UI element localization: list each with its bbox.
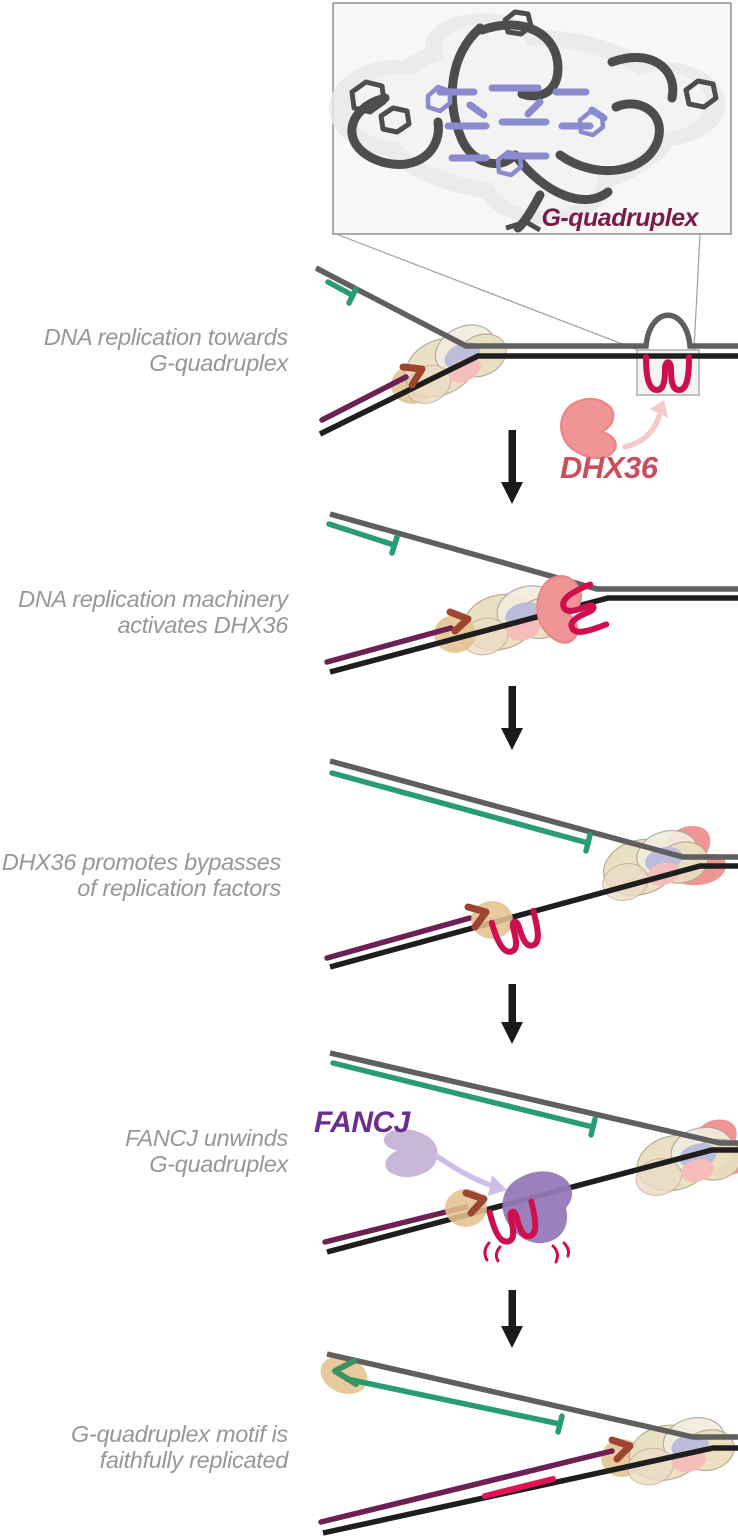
dhx36-recruitment-arrow bbox=[622, 400, 668, 450]
leading-strand-maroon bbox=[324, 915, 473, 961]
leading-strand-maroon bbox=[322, 1204, 469, 1245]
step4-label: FANCJ unwinds G-quadruplex bbox=[125, 1125, 288, 1177]
step2-label: DNA replication machinery activates DHX3… bbox=[18, 586, 288, 638]
inset-g-quadruplex-label: G-quadruplex bbox=[541, 204, 698, 232]
fancj-recruitment-arrow bbox=[435, 1154, 507, 1196]
step3-label: DHX36 promotes bypasses of replication f… bbox=[1, 849, 281, 901]
leading-strand-maroon bbox=[318, 1448, 615, 1525]
step5-label: G-quadruplex motif is faithfully replica… bbox=[70, 1421, 288, 1473]
template-strand-black bbox=[329, 595, 738, 675]
leading-strand-maroon bbox=[324, 625, 454, 665]
step1-label: DNA replication towards G-quadruplex bbox=[43, 324, 289, 376]
template-strand-black bbox=[318, 353, 738, 437]
template-strand-black bbox=[329, 863, 738, 970]
step5-diagram bbox=[314, 1349, 738, 1536]
guanine-quartets bbox=[436, 84, 608, 162]
template-strand-gray-with-bulge bbox=[314, 265, 738, 349]
step3-diagram bbox=[324, 758, 738, 970]
leading-strand-arrowhead bbox=[608, 1436, 634, 1463]
step1-diagram bbox=[314, 265, 738, 464]
template-strand-gray bbox=[329, 1050, 738, 1146]
lagging-strand-fragment bbox=[325, 279, 359, 306]
inset-zoom-connector-lines bbox=[335, 233, 701, 351]
template-strand-black bbox=[322, 1445, 738, 1536]
lagging-strand-green bbox=[344, 1376, 565, 1435]
lagging-strand-green bbox=[329, 770, 593, 854]
dna-ribbon bbox=[347, 20, 678, 233]
step2-diagram bbox=[324, 511, 738, 675]
step4-diagram bbox=[322, 1050, 738, 1264]
template-strand-gray bbox=[329, 758, 738, 860]
template-strand-gray bbox=[329, 511, 738, 592]
down-arrow-4 bbox=[501, 1290, 523, 1348]
leading-strand-arrowhead bbox=[446, 608, 472, 635]
down-arrow-3 bbox=[501, 984, 523, 1044]
leading-strand-maroon bbox=[319, 374, 409, 423]
leading-strand-arrowhead bbox=[464, 903, 490, 931]
unwinding-vibration-marks bbox=[483, 1241, 570, 1264]
lagging-strand-green bbox=[330, 1060, 598, 1138]
replicated-g4-motif-segment bbox=[482, 1476, 556, 1499]
dhx36-protein-label: DHX36 bbox=[560, 450, 658, 485]
leading-strand-arrowhead bbox=[399, 363, 426, 389]
template-strand-gray bbox=[326, 1351, 738, 1440]
flipped-out-bases bbox=[349, 9, 719, 233]
replisome-machinery bbox=[390, 311, 515, 412]
fancj-protein-label: FANCJ bbox=[314, 1106, 410, 1139]
lagging-strand-fragment bbox=[326, 521, 400, 556]
g-quadruplex-3d-structure bbox=[329, 9, 725, 233]
leading-strand-arrowhead bbox=[462, 1189, 488, 1217]
down-arrow-1 bbox=[501, 430, 523, 504]
lagging-strand-arrowhead bbox=[332, 1358, 359, 1387]
inset-structure-panel bbox=[329, 2, 732, 351]
down-arrow-2 bbox=[501, 686, 523, 750]
